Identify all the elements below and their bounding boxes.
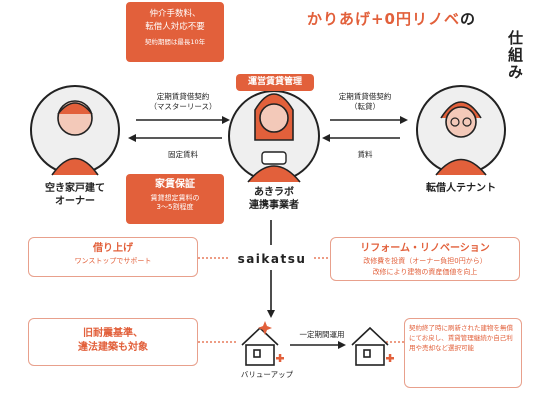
diagram-title-vertical: 仕組み bbox=[506, 30, 524, 81]
leasing-title: 借り上げ bbox=[93, 243, 133, 254]
saikatsu-logo: saikatsu bbox=[237, 252, 307, 266]
house-icon-after bbox=[351, 326, 389, 366]
eligibility-box: 旧耐震基準、 違法建築も対象 bbox=[28, 318, 198, 366]
fee-note: 契約期間は最長10年 bbox=[144, 38, 206, 46]
arrowhead bbox=[338, 341, 346, 349]
tenant-figure-icon bbox=[435, 101, 487, 176]
guarantee-title: 家賃保証 bbox=[155, 179, 195, 190]
fixed-term-label: 一定期間運用 bbox=[299, 330, 345, 339]
arrowhead bbox=[128, 134, 136, 142]
leasing-box: 借り上げ ワンストップでサポート bbox=[28, 237, 198, 277]
arrowhead bbox=[222, 116, 230, 124]
eligibility-line1: 旧耐震基準、 bbox=[83, 328, 143, 339]
owner-label: 空き家戸建て オーナー bbox=[45, 183, 105, 207]
right-contract-label: 定期賃貸借契約 （転貸） bbox=[338, 92, 392, 111]
operator-figure-icon bbox=[247, 93, 301, 183]
left-rent-label: 固定賃料 bbox=[168, 150, 198, 159]
renovation-title: リフォーム・リノベーション bbox=[360, 243, 490, 254]
contract-end-text: 契約終了時に刷新された建物を無償にてお戻し、賃貸管理継続か自己利用や売却など選択… bbox=[409, 324, 513, 352]
renovation-line2: 改修により建物の資産価値を向上 bbox=[372, 268, 478, 276]
arrowhead bbox=[322, 134, 330, 142]
renovation-line1: 改修費を投資（オーナー負担0円から） bbox=[363, 257, 487, 265]
guarantee-line2: 3〜5割程度 bbox=[156, 203, 194, 211]
plus-icon bbox=[386, 354, 394, 362]
diagram-title: かりあげ+0円リノベの bbox=[306, 10, 476, 28]
sparkle-icon bbox=[258, 321, 284, 362]
left-contract-label: 定期賃貸借契約 （マスターリース） bbox=[149, 92, 217, 111]
tenant-label: 転借人テナント bbox=[426, 183, 496, 194]
value-up-label: バリューアップ bbox=[240, 370, 294, 379]
eligibility-line2: 違法建築も対象 bbox=[78, 342, 148, 353]
guarantee-line1: 賃貸想定賃料の bbox=[150, 194, 200, 202]
fee-info-box: 仲介手数料、 転借人対応不要 契約期間は最長10年 bbox=[126, 2, 224, 62]
arrowhead bbox=[400, 116, 408, 124]
arrowhead bbox=[267, 310, 275, 318]
fee-line2: 転借人対応不要 bbox=[145, 22, 205, 32]
leasing-sub: ワンストップでサポート bbox=[74, 257, 152, 265]
management-label: 運営賃貸管理 bbox=[236, 74, 314, 91]
house-icon-before bbox=[241, 326, 279, 366]
operator-label: あきラボ 連携事業者 bbox=[249, 187, 299, 211]
right-rent-label: 賃料 bbox=[357, 150, 373, 159]
fee-line1: 仲介手数料、 bbox=[149, 9, 201, 19]
owner-figure-icon bbox=[51, 100, 99, 176]
rent-guarantee-box: 家賃保証 賃貸想定賃料の 3〜5割程度 bbox=[126, 174, 224, 224]
renovation-box: リフォーム・リノベーション 改修費を投資（オーナー負担0円から） 改修により建物… bbox=[330, 237, 520, 281]
contract-end-box: 契約終了時に刷新された建物を無償にてお戻し、賃貸管理継続か自己利用や売却など選択… bbox=[404, 318, 522, 388]
